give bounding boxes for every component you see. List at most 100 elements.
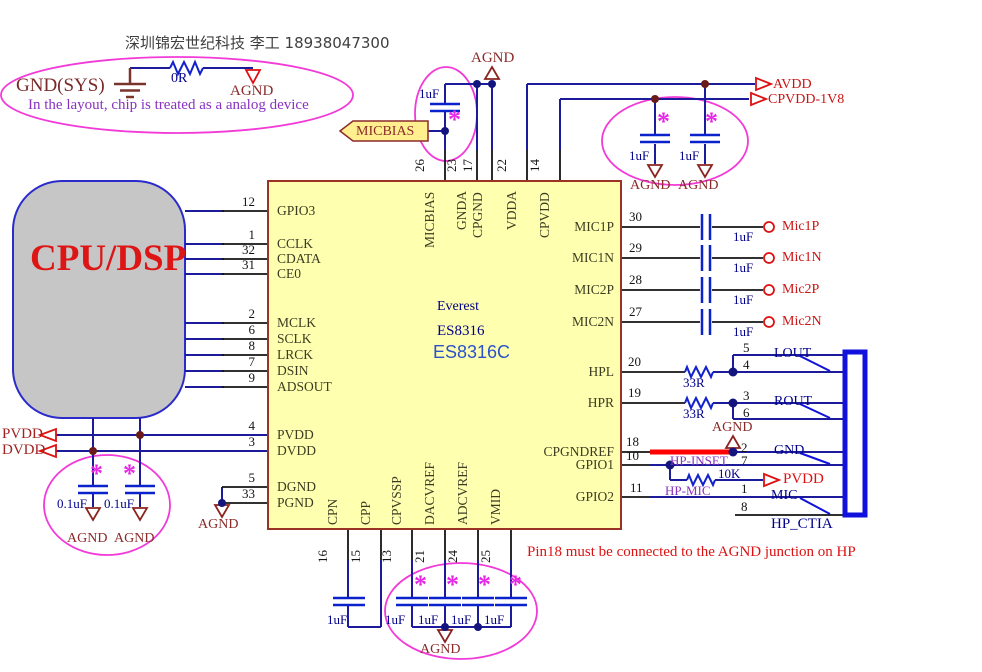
pin-name: CPN <box>325 498 340 525</box>
resistor-33r-hpl <box>684 364 714 380</box>
pin-name: CPVSSP <box>389 476 404 525</box>
pin-name: HPL <box>588 364 614 379</box>
jack-pin-num: 3 <box>743 388 750 403</box>
pin-name: VDDA <box>504 191 519 230</box>
pin-num: 30 <box>629 209 642 224</box>
dnp-asterisk: * <box>90 459 103 488</box>
pin-num: 21 <box>412 550 427 563</box>
pin-name: GPIO2 <box>575 489 614 504</box>
pin-num: 16 <box>315 550 330 563</box>
capacitor-plates <box>78 102 720 607</box>
cap-mic1n-value: 1uF <box>733 260 754 275</box>
agnd-flag-bl2: AGND <box>114 531 155 546</box>
pin-num: 17 <box>460 159 475 172</box>
earth-ground-symbol <box>114 68 146 99</box>
pin-num: 25 <box>478 550 493 563</box>
agnd-flag-bottom: AGND <box>420 642 461 657</box>
lout-net-label: LOUT <box>774 346 812 361</box>
cap-pvdd-value: 0.1uF <box>104 496 134 511</box>
junction-dots-maroon <box>89 80 709 455</box>
dnp-asterisk: * <box>705 107 718 136</box>
pin-name: DSIN <box>277 363 309 378</box>
pin18-note: Pin18 must be connected to the AGND junc… <box>527 544 856 560</box>
pin-num: 7 <box>248 354 256 369</box>
pin-num: 12 <box>242 194 255 209</box>
dvdd-left-arrow <box>37 443 57 459</box>
power-arrows-red <box>37 69 782 488</box>
mic2n-terminal <box>763 316 775 328</box>
jack-pin-num: 5 <box>743 340 750 355</box>
pin-name: GPIO1 <box>575 457 614 472</box>
pin-name: MIC2P <box>574 282 614 297</box>
dnp-asterisk: * <box>478 570 491 599</box>
pin-name: SCLK <box>277 331 312 346</box>
pin-num: 23 <box>444 159 459 172</box>
jack-pin-num: 7 <box>741 453 748 468</box>
pin-num: 14 <box>527 159 542 172</box>
agnd-flag-hp: AGND <box>712 420 753 435</box>
dnp-asterisk: * <box>509 570 522 599</box>
pin-name: MIC1N <box>571 250 614 265</box>
pin-name: CPGNDREF <box>543 444 614 459</box>
pin-num: 9 <box>248 370 256 385</box>
pin-name: CPVDD <box>537 192 552 238</box>
pin-name: PVDD <box>277 427 314 442</box>
cpvdd-arrow <box>750 91 769 107</box>
hp-mic-net-label: HP-MIC <box>665 483 711 498</box>
pin-name: CDATA <box>277 251 321 266</box>
agnd-flag-topleft: AGND <box>230 83 274 99</box>
pin-name: CPP <box>358 500 373 525</box>
pin-num: 5 <box>248 470 256 485</box>
jack-pin-num: 2 <box>741 440 748 455</box>
pin-name: CE0 <box>277 266 302 281</box>
ground-arrows-maroon <box>84 65 742 644</box>
pin-name: MICBIAS <box>422 191 437 248</box>
pin-name: GNDA <box>454 191 469 230</box>
pin-num: 29 <box>629 240 642 255</box>
pin-name: PGND <box>277 495 314 510</box>
cap-cpvdd-value: 1uF <box>679 148 700 163</box>
pin-num: 20 <box>628 354 641 369</box>
dnp-asterisk: * <box>123 459 136 488</box>
chip-part: ES8316 <box>437 323 485 339</box>
avdd-arrow <box>755 76 774 92</box>
cap-vmid-value: 1uF <box>484 612 505 627</box>
rout-net-label: ROUT <box>774 394 813 409</box>
hp-connector-label: HP_CTIA <box>771 516 833 532</box>
cpu-dsp-block <box>12 180 186 419</box>
pin-name: MIC1P <box>574 219 614 234</box>
resistor-33r-hpl-value: 33R <box>683 375 705 390</box>
cap-dvdd-value: 0.1uF <box>57 496 87 511</box>
gnd-sys-label: GND(SYS) <box>16 75 105 96</box>
cap-dacvref-value: 1uF <box>418 612 439 627</box>
resistor-10k <box>686 472 716 488</box>
dvdd-left-label: DVDD <box>2 442 46 458</box>
agnd-flag-bl1: AGND <box>67 531 108 546</box>
pvdd-left-label: PVDD <box>2 426 43 442</box>
pin-num: 13 <box>379 550 394 563</box>
cap-mic1p-value: 1uF <box>733 229 754 244</box>
cap-mic2p-value: 1uF <box>733 292 754 307</box>
pin-num: 18 <box>626 434 639 449</box>
gnd-net-label: GND <box>774 443 805 458</box>
pin-name: DVDD <box>277 443 316 458</box>
agnd-flag-dgnd: AGND <box>198 517 239 532</box>
pin-num: 32 <box>242 242 255 257</box>
resistor-33r-hpr <box>684 395 714 411</box>
pin-name: VMID <box>488 489 503 525</box>
layout-note: In the layout, chip is treated as a anal… <box>28 97 309 113</box>
pin-num: 31 <box>242 257 255 272</box>
jack-body <box>842 349 868 518</box>
pin-num: 8 <box>248 338 256 353</box>
pin-num: 2 <box>248 306 256 321</box>
pin-num: 28 <box>629 272 642 287</box>
pin-name: DGND <box>277 479 316 494</box>
headphone-jack <box>799 349 868 518</box>
avdd-label: AVDD <box>773 77 812 92</box>
pin-name: DACVREF <box>422 461 437 525</box>
mic2p-port-label: Mic2P <box>782 282 820 297</box>
cap-cpn-value: 1uF <box>327 612 348 627</box>
pin-stubs <box>222 150 845 560</box>
